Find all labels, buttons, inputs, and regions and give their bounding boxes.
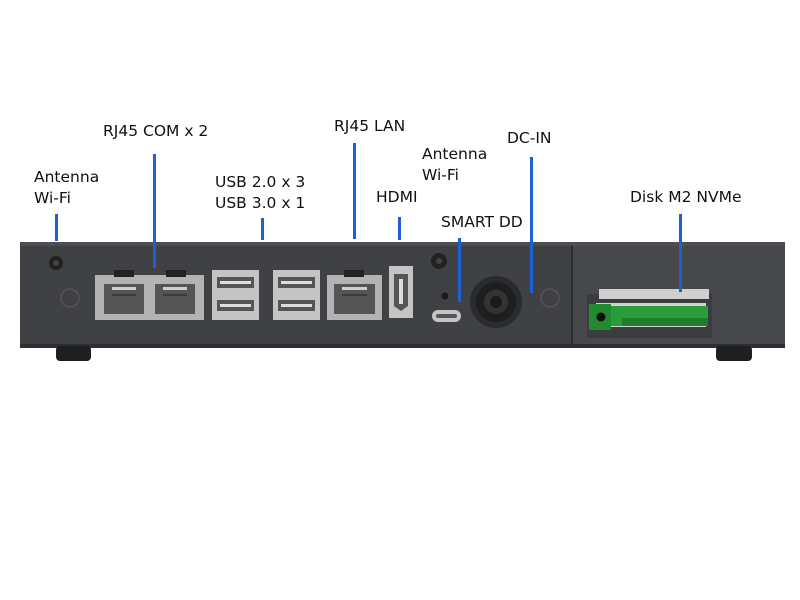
callout-disk-text: Disk M2 NVMe [630, 188, 742, 206]
callout-dc-in: DC-IN [507, 128, 552, 149]
usb-stack-left [212, 270, 259, 320]
dc-in-port [470, 276, 522, 328]
callout-usb-line1: USB 2.0 x 3 [215, 173, 306, 191]
callout-antenna-left-line1: Antenna [34, 168, 100, 186]
leader-dc-in [530, 157, 533, 293]
hdmi-port [389, 266, 413, 318]
callout-rj45-lan: RJ45 LAN [334, 116, 405, 137]
callout-smart-dd-text: SMART DD [441, 213, 523, 231]
callout-rj45-com-text: RJ45 COM x 2 [103, 122, 209, 140]
callout-usb: USB 2.0 x 3 USB 3.0 x 1 [215, 172, 305, 214]
callout-antenna-left: Antenna Wi-Fi [34, 167, 99, 209]
callout-antenna-right-line2: Wi-Fi [422, 166, 459, 184]
antenna-hole-right [540, 288, 560, 308]
callout-smart-dd: SMART DD [441, 212, 523, 233]
callout-hdmi: HDMI [376, 187, 418, 208]
callout-usb-line2: USB 3.0 x 1 [215, 194, 306, 212]
usb-stack-right [273, 270, 320, 320]
screw-middle [431, 253, 447, 269]
smart-dd-button [441, 292, 449, 300]
leader-usb [261, 218, 264, 240]
rj45-lan-port [327, 270, 382, 320]
screw-left [49, 256, 63, 270]
rj45-com-ports [95, 270, 204, 320]
foot-right [716, 346, 752, 361]
callout-dc-in-text: DC-IN [507, 129, 552, 147]
usb-c-port [432, 310, 461, 322]
disk-tray [587, 289, 712, 338]
leader-disk [679, 214, 682, 292]
leader-rj45-lan [353, 143, 356, 239]
leader-hdmi [398, 217, 401, 240]
leader-smart-dd [458, 238, 461, 302]
callout-antenna-right: Antenna Wi-Fi [422, 144, 487, 186]
callout-antenna-left-line2: Wi-Fi [34, 189, 71, 207]
antenna-hole-left [60, 288, 80, 308]
leader-rj45-com [153, 154, 156, 268]
foot-left [56, 346, 91, 361]
leader-antenna-left [55, 214, 58, 241]
callout-hdmi-text: HDMI [376, 188, 418, 206]
callout-disk: Disk M2 NVMe [630, 187, 742, 208]
callout-rj45-lan-text: RJ45 LAN [334, 117, 406, 135]
callout-rj45-com: RJ45 COM x 2 [103, 121, 208, 142]
callout-antenna-right-line1: Antenna [422, 145, 488, 163]
